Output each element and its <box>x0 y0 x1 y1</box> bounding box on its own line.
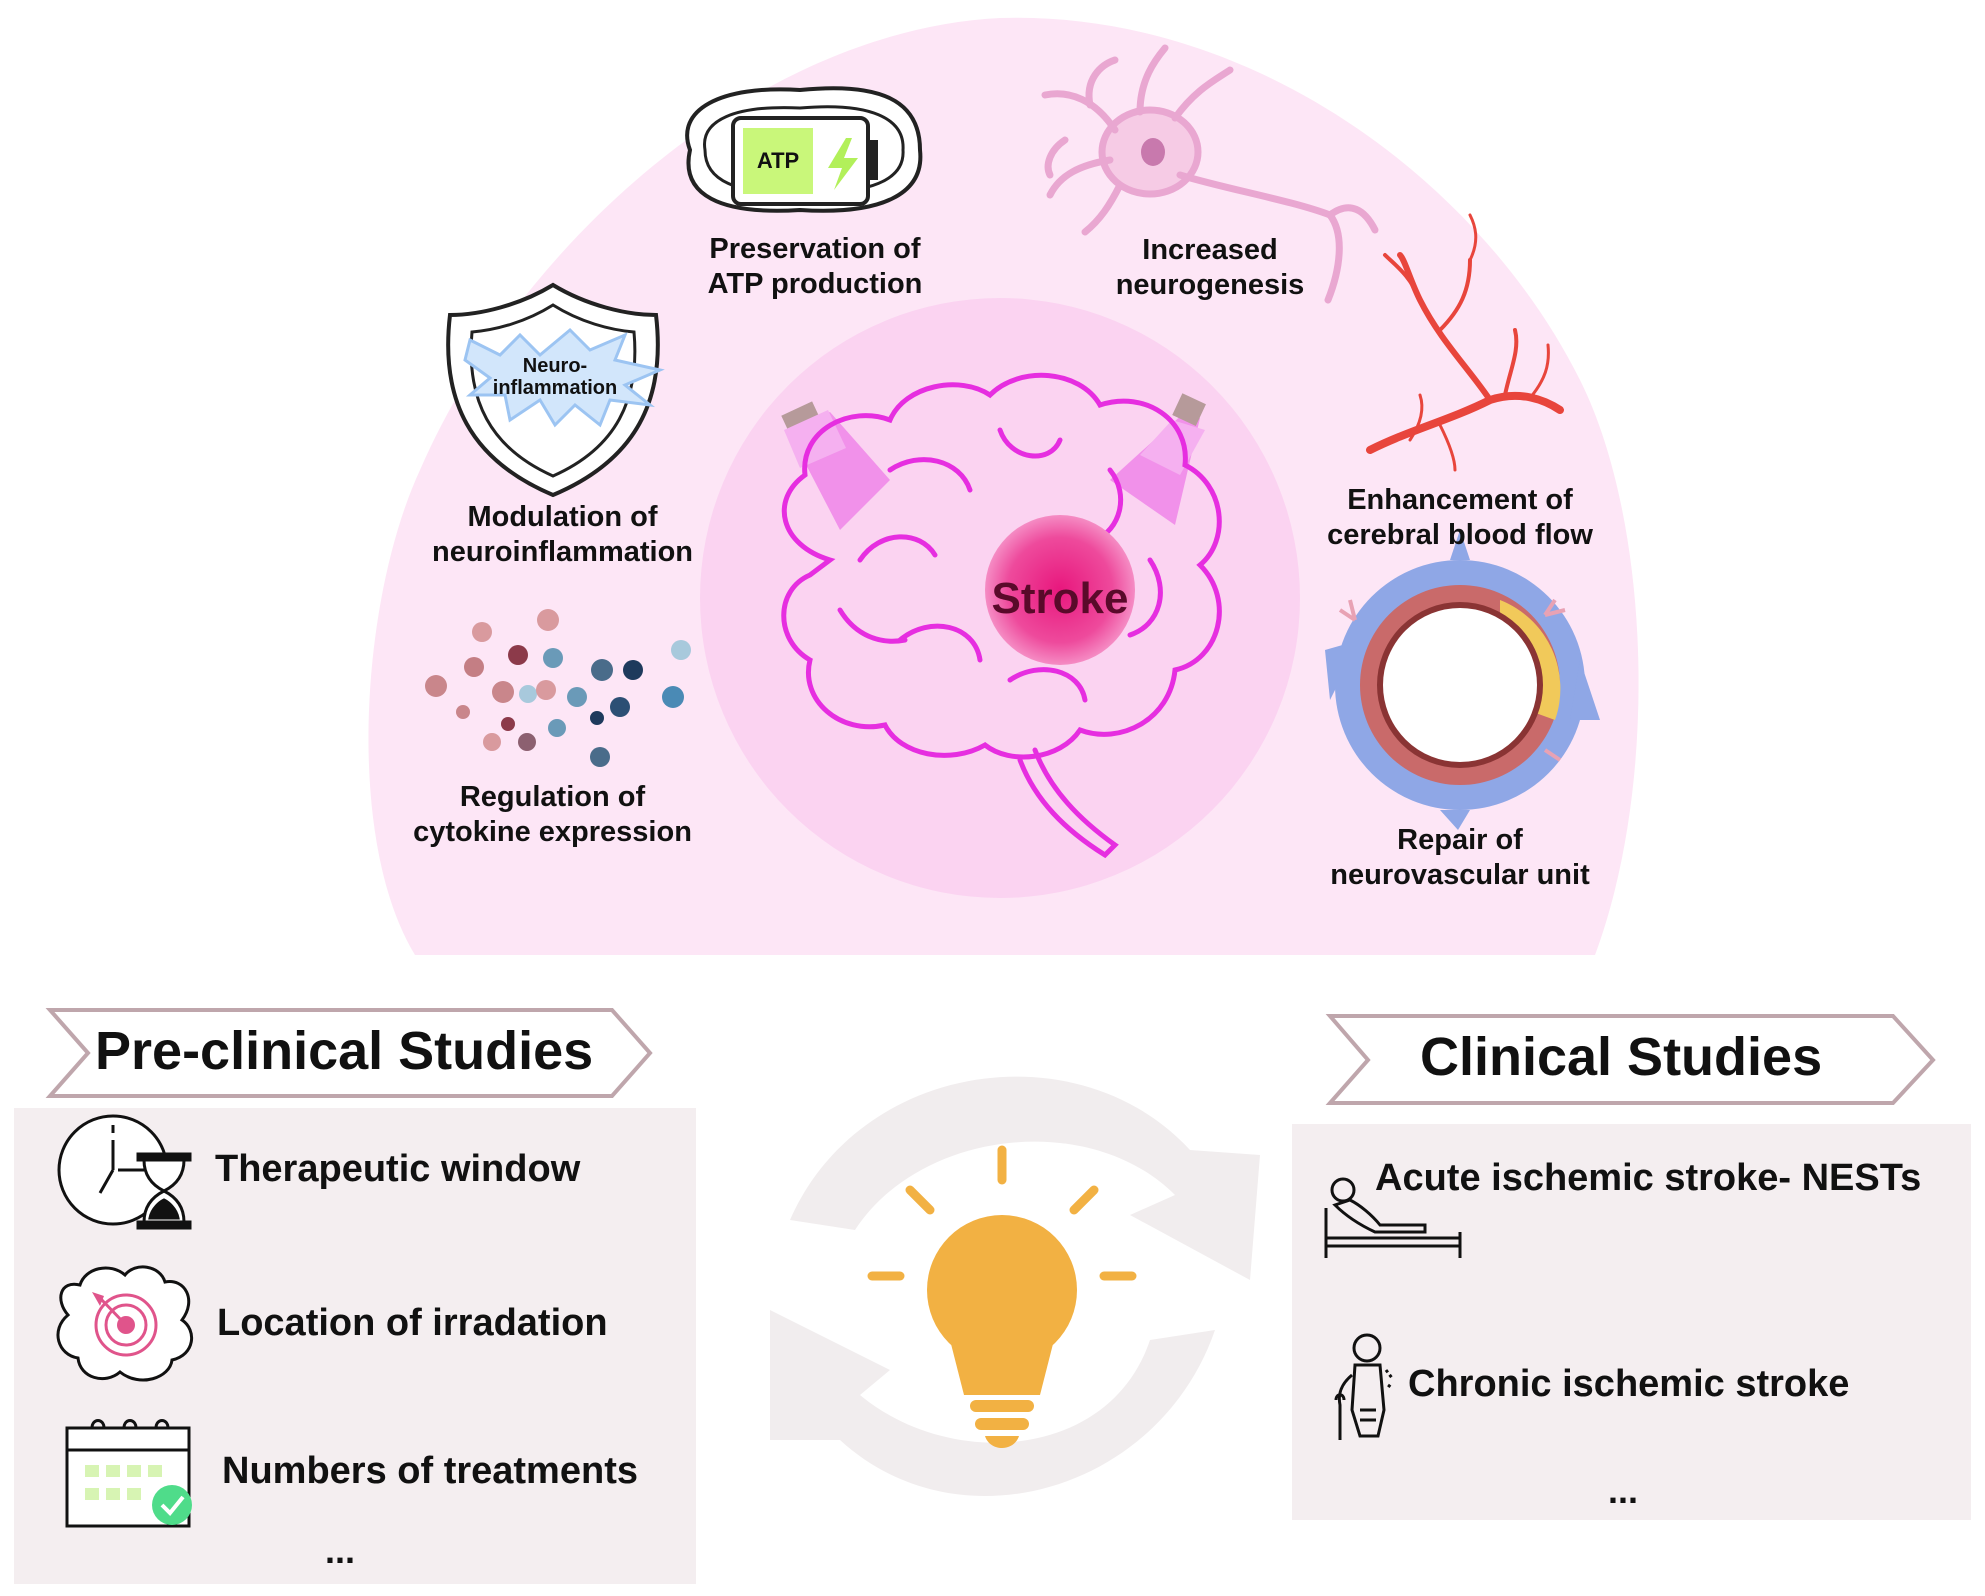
blood-vessel-icon <box>1366 213 1564 472</box>
clinical-item-acute: Acute ischemic stroke- NESTs <box>1375 1157 1922 1199</box>
atp-icon-label: ATP <box>756 148 800 173</box>
calendar-check-icon <box>65 1419 192 1528</box>
stroke-label: Stroke <box>991 574 1129 623</box>
preclinical-item-therapeutic-window: Therapeutic window <box>215 1148 581 1190</box>
preclinical-ribbon <box>45 1008 653 1098</box>
blood-flow-label: Enhancement of cerebral blood flow <box>1327 484 1593 551</box>
neurogenesis-label: Increased neurogenesis <box>1115 234 1305 301</box>
light-source-right-icon <box>1110 393 1206 525</box>
inflammation-icon-label-1: Neuro- <box>522 355 588 377</box>
preclinical-title: Pre-clinical Studies <box>95 1021 594 1081</box>
inflammation-icon-label-2: inflammation <box>492 377 618 399</box>
cytokine-label: Regulation of cytokine expression <box>413 781 692 848</box>
neurovascular-label: Repair of neurovascular unit <box>1330 824 1590 891</box>
preclinical-item-location: Location of irradation <box>217 1302 608 1344</box>
clinical-ribbon <box>1325 1014 1936 1105</box>
lightbulb-icon <box>867 1145 1137 1448</box>
preclinical-item-treatments: Numbers of treatments <box>222 1450 638 1492</box>
cytokine-dots-icon <box>425 609 691 767</box>
stroke-lesion <box>985 515 1135 665</box>
clinical-item-chronic: Chronic ischemic stroke <box>1408 1363 1850 1405</box>
atp-label: Preservation of ATP production <box>707 233 923 300</box>
neuroinflammation-label: Modulation of neuroinflammation <box>431 501 693 568</box>
mitochondria-atp-icon <box>685 86 923 213</box>
neurovascular-unit-icon <box>1325 530 1600 830</box>
clinical-more: ... <box>1608 1470 1639 1511</box>
clock-hourglass-icon <box>57 1114 192 1230</box>
brain-target-icon <box>56 1265 194 1382</box>
neuron-icon <box>1041 44 1379 304</box>
patient-cane-icon <box>1334 1333 1394 1440</box>
patient-bed-icon <box>1324 1177 1462 1258</box>
clinical-panel <box>1292 1124 1971 1520</box>
preclinical-more: ... <box>325 1530 356 1571</box>
clinical-title: Clinical Studies <box>1420 1027 1823 1087</box>
shield-inflammation-icon <box>446 282 665 498</box>
cycle-arrows-icon <box>770 1076 1260 1497</box>
